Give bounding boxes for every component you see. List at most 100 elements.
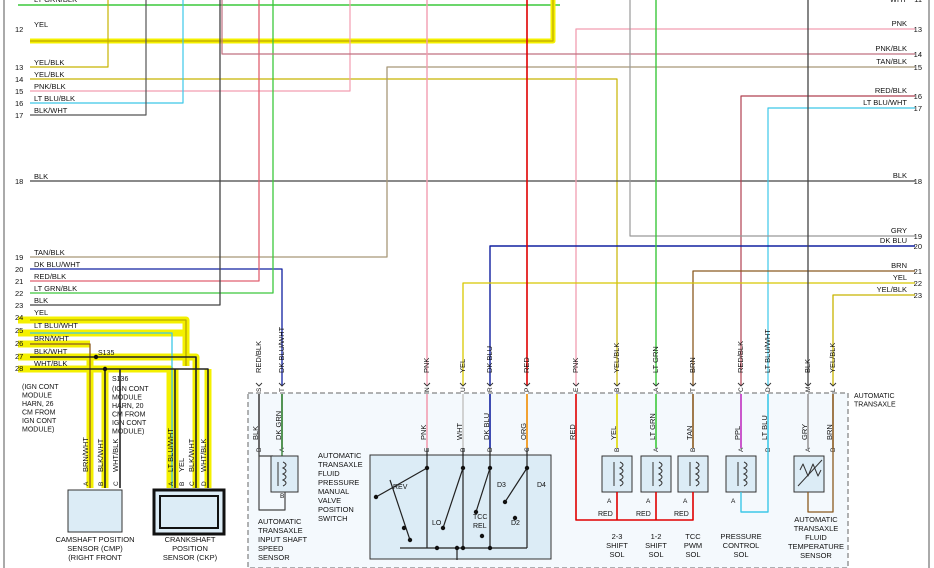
wire-number: 21	[15, 277, 23, 286]
cmp-caption: SENSOR (CMP)	[67, 544, 123, 553]
connector-pin-letter: M	[805, 387, 812, 392]
wire-number: 22	[15, 289, 23, 298]
wire-gry	[629, 0, 915, 237]
wire-label-vertical: BLK	[251, 426, 260, 440]
wire-number: 18	[914, 177, 922, 186]
wire-label-vertical: WHT/BLK	[111, 439, 120, 472]
wire-label-vertical: WHT	[455, 423, 464, 440]
issp-caption: SENSOR	[258, 553, 290, 562]
issp-caption: INPUT SHAFT	[258, 535, 307, 544]
switch-tcc-rel: REL	[473, 523, 487, 530]
wire-label-vertical: YEL	[609, 426, 618, 440]
switch-contact-dot	[460, 465, 466, 471]
connector-pin-letter: A	[653, 447, 660, 452]
sensor-pin: B	[179, 482, 186, 486]
switch-title: MANUAL	[318, 487, 349, 496]
switch-contact-dot	[434, 545, 440, 551]
connector-pin	[278, 382, 286, 387]
wire-dk-blu	[489, 245, 915, 386]
wire-number: 18	[15, 177, 23, 186]
wire-yel-blk	[30, 0, 109, 68]
wire-label: BLK/WHT	[34, 347, 68, 356]
switch-box	[369, 454, 552, 560]
wire-label: RED/BLK	[34, 272, 66, 281]
switch-rev: REV	[393, 484, 408, 491]
wire-label-vertical: BLK/WHT	[187, 438, 196, 472]
connector-pin-letter: S	[256, 387, 263, 392]
tft-caption: TEMPERATURE	[788, 542, 844, 551]
pc-caption: SOL	[733, 550, 748, 559]
wire-lt-blu-wht	[30, 332, 173, 488]
wire-pnk-blk	[30, 0, 351, 92]
splice-label: S135	[98, 350, 114, 357]
wire-dk-blu-wht	[30, 268, 283, 386]
wire-label: LT BLU/BLK	[34, 94, 75, 103]
connector-pin	[523, 382, 531, 387]
switch-contact-dot	[479, 533, 485, 539]
ign-note: HARN, 26	[22, 401, 54, 408]
wire-label-vertical: TAN	[685, 426, 694, 440]
wire-label-vertical: LT BLU/WHT	[166, 428, 175, 472]
wire-label-vertical: RED/BLK	[254, 341, 263, 373]
wire-red-internal	[575, 448, 694, 521]
wire-label: BLK	[893, 171, 907, 180]
connector-pin	[689, 382, 697, 387]
connector-pin	[255, 382, 263, 387]
connector-pin	[459, 382, 467, 387]
wire-label: YEL/BLK	[34, 70, 64, 79]
wire-number: 11	[914, 0, 922, 4]
connector-pin-letter: B	[690, 448, 697, 452]
connector-pin-letter: L	[830, 388, 837, 392]
connector-pin-letter: R	[487, 387, 494, 392]
connector-pin	[764, 382, 772, 387]
ign-note: CM FROM	[22, 410, 56, 417]
ckp-inner	[159, 495, 219, 529]
wire-number: 22	[914, 279, 922, 288]
wire-red-blk	[30, 0, 260, 282]
wire-label-vertical: DK GRN	[274, 411, 283, 440]
wire-blk	[30, 0, 221, 306]
wire-label-vertical: GRY	[800, 424, 809, 440]
switch-title: VALVE	[318, 496, 341, 505]
switch-title: FLUID	[318, 469, 340, 478]
wire-label-vertical: RED	[568, 424, 577, 440]
switch-contact-dot	[502, 499, 508, 505]
wire-number: 16	[914, 92, 922, 101]
connector-pin	[829, 382, 837, 387]
splice-s135	[93, 354, 99, 360]
switch-title: AUTOMATIC	[318, 451, 362, 460]
wire-number: 25	[15, 326, 23, 335]
ign-note: (IGN CONT	[22, 384, 59, 391]
wire-label-vertical: LT GRN	[648, 413, 657, 440]
issp-box	[270, 455, 299, 493]
ckp-caption: POSITION	[172, 544, 208, 553]
wire-number: 13	[914, 25, 922, 34]
wire-yel	[30, 319, 187, 366]
switch-contact-dot	[401, 525, 407, 531]
wire-label: YEL/BLK	[877, 285, 907, 294]
wire-label-vertical: LT BLU	[760, 415, 769, 440]
connector-pin	[423, 382, 431, 387]
connector-pin-letter: T	[279, 388, 286, 392]
wire-number: 14	[15, 75, 23, 84]
issp-caption: SPEED	[258, 544, 284, 553]
sensor-pin: C	[113, 481, 120, 486]
wire-label: TAN/BLK	[34, 248, 65, 257]
wire-yel-blk	[832, 294, 915, 386]
wire-label-vertical: WHT/BLK	[199, 439, 208, 472]
wire-label: DK BLU/WHT	[34, 260, 81, 269]
connector-pin	[572, 382, 580, 387]
transaxle-label: AUTOMATIC	[854, 393, 895, 400]
switch-contact-dot	[373, 494, 379, 500]
wire-yel-blk	[30, 78, 618, 386]
wire-label-vertical: BLK	[803, 359, 812, 373]
solenoid-pin: A	[607, 498, 612, 505]
wire-brn-wht	[30, 343, 91, 488]
ckp-caption: CRANKSHAFT	[165, 535, 216, 544]
wire-brn	[692, 270, 915, 386]
switch-contact-dot	[424, 465, 430, 471]
wire-number: 27	[15, 352, 23, 361]
switch-contact-dot	[512, 515, 518, 521]
wire-label: YEL	[34, 308, 48, 317]
issp-caption: TRANSAXLE	[258, 526, 303, 535]
